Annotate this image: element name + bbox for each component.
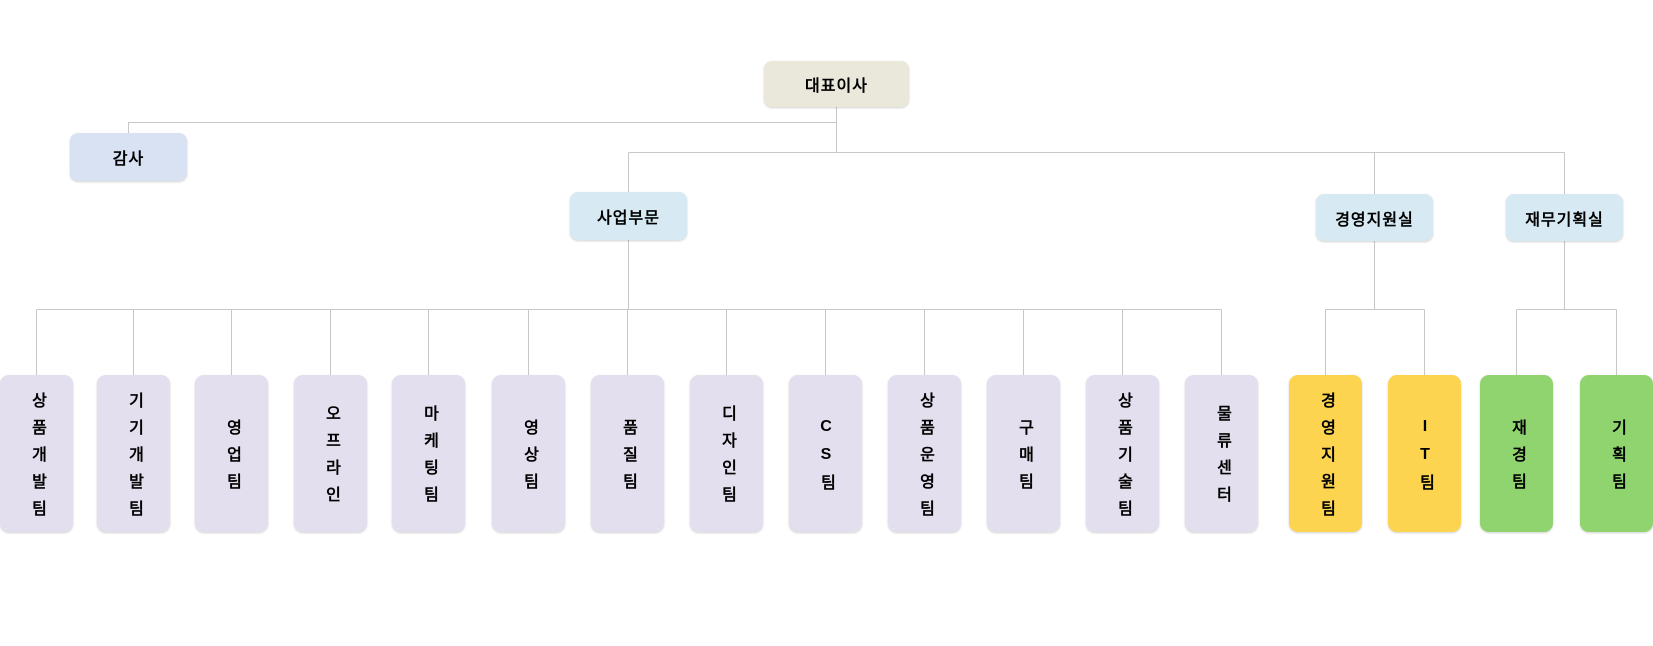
connector-support-teams [1325, 241, 1425, 375]
division-label: 재무기획실 [1525, 211, 1604, 229]
connector-divisions [628, 152, 1565, 194]
team-label: 디자인팀 [718, 405, 736, 513]
team-label: 재경팀 [1508, 418, 1526, 500]
team-label: 기획팀 [1608, 418, 1626, 500]
team-label: CS팀 [817, 417, 835, 501]
org-node-team-product-operations[interactable]: 상품운영팀 [888, 375, 961, 532]
org-node-finance-planning-office[interactable]: 재무기획실 [1506, 194, 1623, 241]
org-node-team-device-development[interactable]: 기기개발팀 [97, 375, 170, 532]
team-label: 물류센터 [1213, 405, 1231, 513]
org-node-ceo[interactable]: 대표이사 [764, 61, 909, 107]
team-label: 품질팀 [619, 418, 637, 500]
org-node-team-offline[interactable]: 오프라인 [294, 375, 367, 532]
division-label: 사업부문 [597, 210, 660, 227]
org-node-team-video[interactable]: 영상팀 [492, 375, 565, 532]
team-label: 오프라인 [322, 405, 340, 513]
team-label: IT팀 [1416, 417, 1434, 501]
org-node-team-finance[interactable]: 재경팀 [1480, 375, 1553, 532]
connector-ceo [128, 107, 837, 153]
org-node-audit[interactable]: 감사 [70, 133, 187, 181]
org-node-team-management-support[interactable]: 경영지원팀 [1289, 375, 1362, 532]
team-label: 마케팅팀 [420, 405, 438, 513]
division-label: 경영지원실 [1335, 211, 1414, 229]
org-node-team-design[interactable]: 디자인팀 [690, 375, 763, 532]
org-node-team-it[interactable]: IT팀 [1388, 375, 1461, 532]
org-node-team-product-technology[interactable]: 상품기술팀 [1086, 375, 1159, 532]
team-label: 구매팀 [1015, 418, 1033, 500]
team-label: 경영지원팀 [1317, 391, 1335, 527]
org-node-team-quality[interactable]: 품질팀 [591, 375, 664, 532]
org-node-team-product-development[interactable]: 상품개발팀 [0, 375, 73, 532]
audit-label: 감사 [112, 151, 145, 168]
org-node-team-cs[interactable]: CS팀 [789, 375, 862, 532]
team-label: 상품개발팀 [28, 391, 46, 527]
connector-finance-teams [1516, 241, 1617, 375]
connector-business-teams [36, 240, 1222, 375]
team-label: 기기개발팀 [125, 391, 143, 527]
team-label: 영상팀 [520, 418, 538, 500]
org-node-team-logistics-center[interactable]: 물류센터 [1185, 375, 1258, 532]
team-label: 상품기술팀 [1114, 391, 1132, 527]
org-node-business-division[interactable]: 사업부문 [570, 192, 687, 240]
org-node-team-purchasing[interactable]: 구매팀 [987, 375, 1060, 532]
org-node-management-support-office[interactable]: 경영지원실 [1316, 194, 1433, 241]
team-label: 영업팀 [223, 418, 241, 500]
team-label: 상품운영팀 [916, 391, 934, 527]
ceo-label: 대표이사 [805, 78, 868, 95]
org-node-team-planning[interactable]: 기획팀 [1580, 375, 1653, 532]
org-node-team-marketing[interactable]: 마케팅팀 [392, 375, 465, 532]
org-node-team-sales[interactable]: 영업팀 [195, 375, 268, 532]
